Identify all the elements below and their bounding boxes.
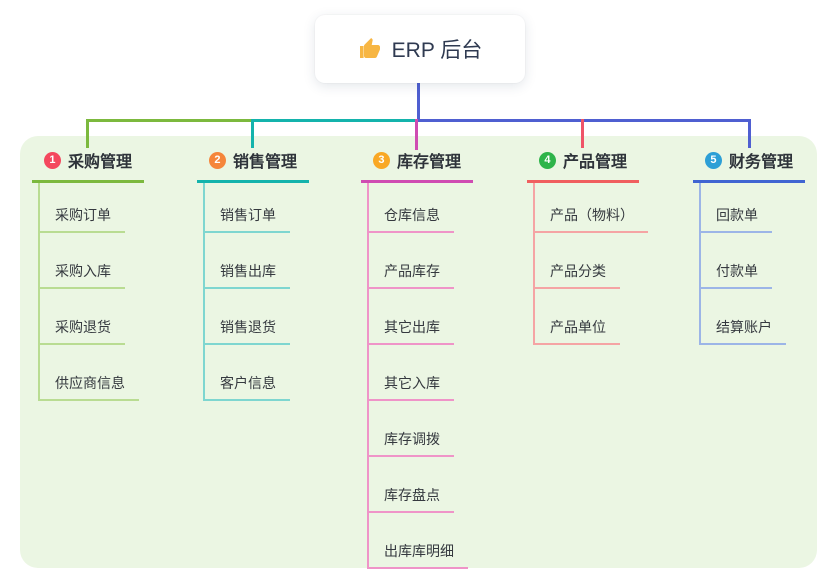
leaf-node[interactable]: 付款单: [701, 233, 772, 289]
branch-number-badge: 4: [538, 151, 556, 169]
leaf-node[interactable]: 采购入库: [40, 233, 125, 289]
thumbs-up-icon: [358, 37, 382, 61]
branch-number-badge: 3: [372, 151, 390, 169]
leaf-node[interactable]: 回款单: [701, 183, 772, 233]
branch-product: 4 产品管理 产品（物料） 产品分类 产品单位: [527, 148, 648, 345]
leaf-node[interactable]: 库存盘点: [369, 457, 454, 513]
branch-children: 产品（物料） 产品分类 产品单位: [533, 183, 648, 345]
connector-drop-purchase: [86, 119, 89, 148]
branch-children: 仓库信息 产品库存 其它出库 其它入库 库存调拨 库存盘点 出库库明细: [367, 183, 468, 569]
branch-sales: 2 销售管理 销售订单 销售出库 销售退货 客户信息: [197, 148, 309, 401]
leaf-node[interactable]: 供应商信息: [40, 345, 139, 401]
branch-label: 销售管理: [232, 154, 297, 171]
branch-node-purchase[interactable]: 1 采购管理: [32, 148, 144, 183]
branch-label: 采购管理: [67, 154, 132, 171]
leaf-node[interactable]: 产品库存: [369, 233, 454, 289]
branch-number-badge: 2: [208, 151, 226, 169]
leaf-node[interactable]: 采购退货: [40, 289, 125, 345]
leaf-node[interactable]: 其它出库: [369, 289, 454, 345]
root-node[interactable]: ERP 后台: [315, 15, 525, 83]
leaf-node[interactable]: 产品分类: [535, 233, 620, 289]
leaf-node[interactable]: 销售退货: [205, 289, 290, 345]
branch-purchase: 1 采购管理 采购订单 采购入库 采购退货 供应商信息: [32, 148, 144, 401]
mindmap-canvas: [20, 136, 817, 568]
leaf-node[interactable]: 产品单位: [535, 289, 620, 345]
leaf-node[interactable]: 销售订单: [205, 183, 290, 233]
branch-finance: 5 财务管理 回款单 付款单 结算账户: [693, 148, 805, 345]
branch-node-inventory[interactable]: 3 库存管理: [361, 148, 473, 183]
connector-drop-inventory: [415, 119, 418, 150]
connector-drop-product: [581, 119, 584, 148]
leaf-node[interactable]: 产品（物料）: [535, 183, 648, 233]
leaf-node[interactable]: 采购订单: [40, 183, 125, 233]
connector-root-drop: [417, 83, 420, 122]
leaf-node[interactable]: 出库库明细: [369, 513, 468, 569]
leaf-node[interactable]: 销售出库: [205, 233, 290, 289]
connector-bus-mid: [253, 119, 417, 122]
branch-number-badge: 5: [704, 151, 722, 169]
branch-children: 回款单 付款单 结算账户: [699, 183, 786, 345]
branch-node-product[interactable]: 4 产品管理: [527, 148, 639, 183]
branch-children: 采购订单 采购入库 采购退货 供应商信息: [38, 183, 139, 401]
leaf-node[interactable]: 结算账户: [701, 289, 786, 345]
connector-drop-finance: [748, 119, 751, 148]
leaf-node[interactable]: 库存调拨: [369, 401, 454, 457]
connector-drop-sales: [251, 119, 254, 148]
branch-node-sales[interactable]: 2 销售管理: [197, 148, 309, 183]
connector-bus-right: [417, 119, 751, 122]
branch-label: 产品管理: [562, 154, 627, 171]
root-node-label: ERP 后台: [391, 39, 483, 62]
branch-children: 销售订单 销售出库 销售退货 客户信息: [203, 183, 290, 401]
branch-label: 财务管理: [728, 154, 793, 171]
leaf-node[interactable]: 客户信息: [205, 345, 290, 401]
leaf-node[interactable]: 其它入库: [369, 345, 454, 401]
branch-label: 库存管理: [396, 154, 461, 171]
branch-number-badge: 1: [43, 151, 61, 169]
branch-inventory: 3 库存管理 仓库信息 产品库存 其它出库 其它入库 库存调拨 库存盘点 出库库…: [361, 148, 473, 569]
connector-bus-left: [86, 119, 253, 122]
branch-node-finance[interactable]: 5 财务管理: [693, 148, 805, 183]
leaf-node[interactable]: 仓库信息: [369, 183, 454, 233]
